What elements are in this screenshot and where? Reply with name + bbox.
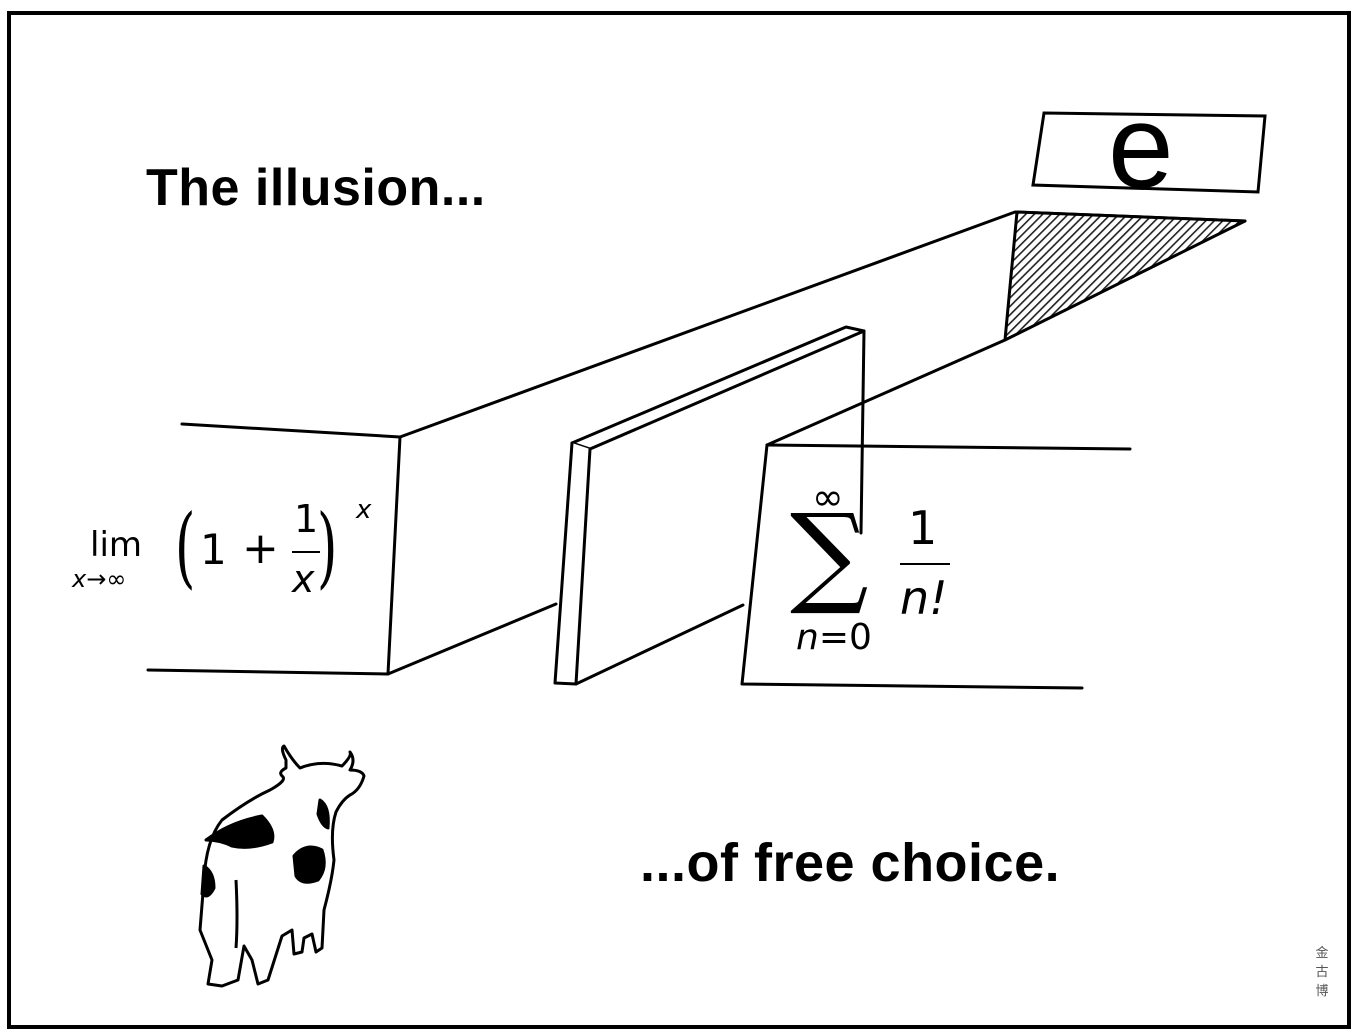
caption-top: The illusion... [146, 159, 486, 217]
limit-exponent: x [356, 495, 372, 525]
sigma-icon: ∑ [790, 490, 869, 618]
artist-signature: 金 古 博 [1313, 944, 1331, 1001]
limit-one: 1 [200, 525, 227, 574]
series-denominator: n! [900, 571, 948, 625]
sum-index-start: =0 [818, 617, 872, 658]
sum-index-var: n [796, 617, 819, 658]
left-wall-front [146, 422, 402, 676]
sum-lower-limit: n=0 [796, 617, 872, 658]
destination-sign-board [1031, 111, 1267, 194]
right-paren: ) [316, 495, 338, 598]
signature-char: 金 [1315, 946, 1329, 961]
limit-plus: + [242, 523, 279, 574]
limit-subscript: x→∞ [72, 565, 127, 593]
limit-denominator: x [292, 557, 315, 601]
limit-numerator: 1 [294, 497, 319, 541]
signature-char: 博 [1315, 984, 1329, 999]
sum-upper-limit: ∞ [812, 475, 844, 519]
limit-operator: lim [90, 525, 143, 565]
signature-char: 古 [1315, 965, 1329, 980]
destination-sign-letter: e [1108, 81, 1174, 213]
cow-icon [198, 744, 366, 988]
limit-formula: lim x→∞ ( 1 + 1 x ) x [70, 495, 390, 615]
limit-fraction-bar [292, 551, 320, 553]
series-formula: ∞ ∑ n=0 1 n! [790, 475, 990, 665]
series-numerator: 1 [908, 501, 938, 555]
series-fraction-bar [900, 563, 950, 565]
corridor-end-shadow [1003, 210, 1247, 342]
caption-bottom: ...of free choice. [640, 833, 1061, 893]
left-paren: ( [174, 495, 196, 598]
